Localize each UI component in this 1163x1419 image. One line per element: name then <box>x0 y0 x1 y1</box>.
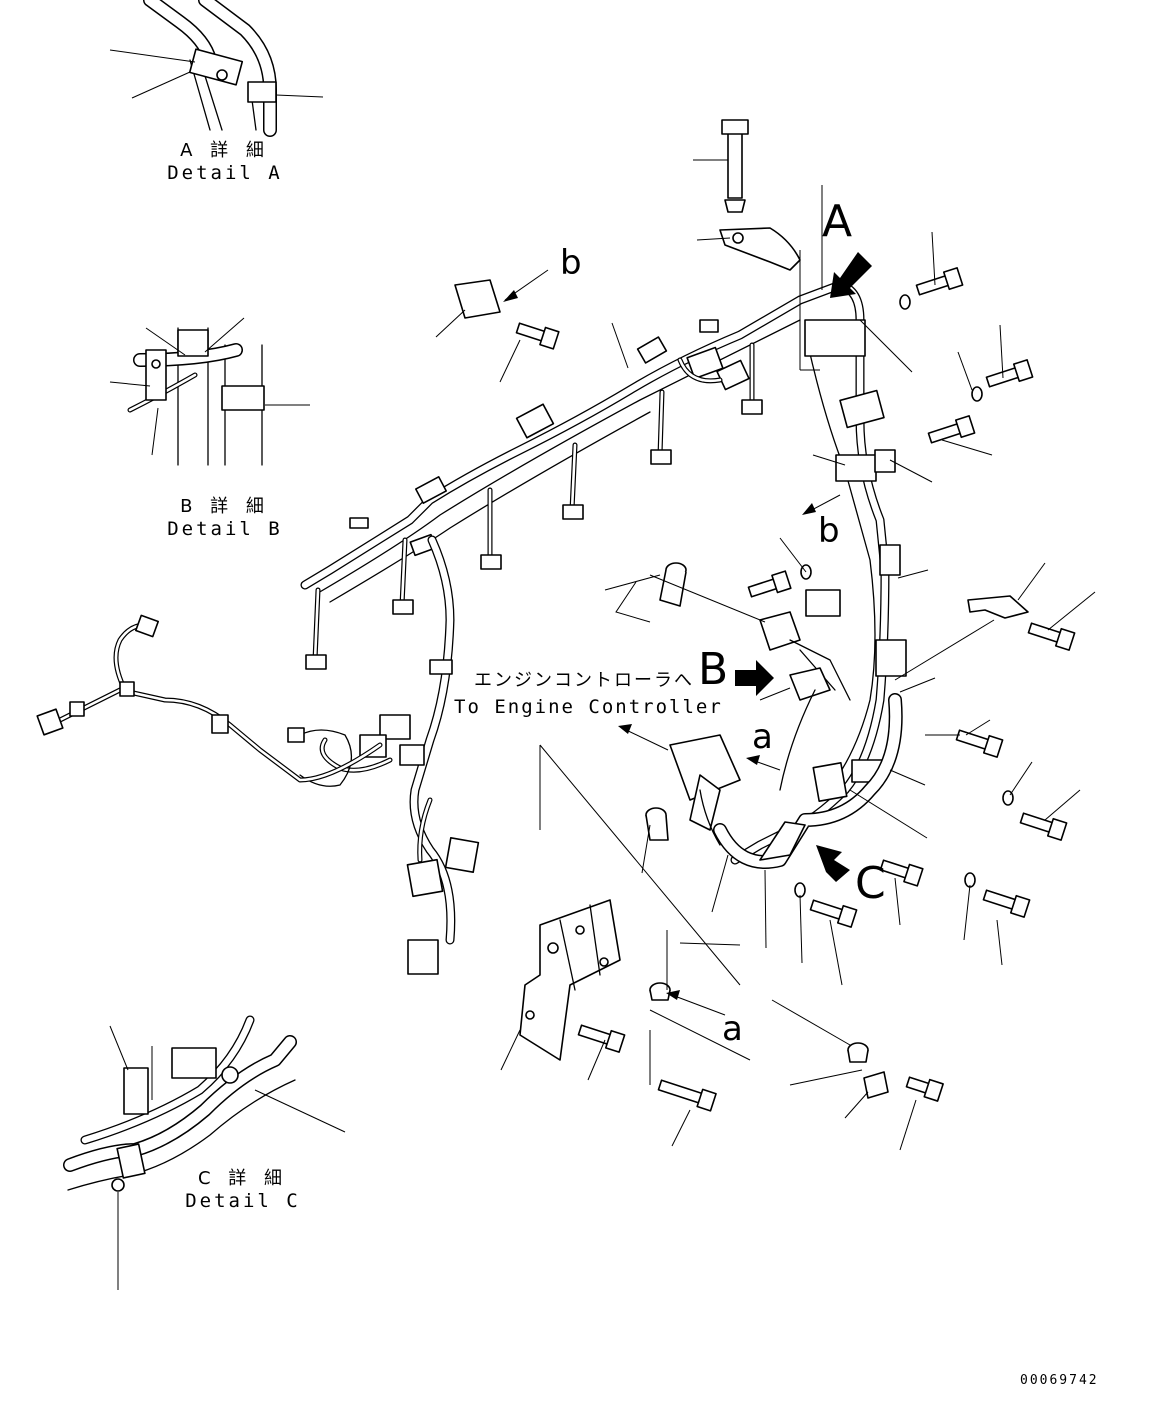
detail-b-label: B 詳 細 Detail B <box>150 498 300 539</box>
view-a-arrow-icon <box>830 252 872 298</box>
ref-a-lower-label: a <box>722 1009 743 1049</box>
bolts <box>454 267 1076 1112</box>
view-c-arrow-icon <box>816 845 850 882</box>
detail-a-illustration <box>109 0 324 137</box>
view-a-label: A <box>822 196 853 247</box>
view-c-label: C <box>855 858 886 909</box>
main-harness <box>36 119 907 975</box>
view-b-arrow-icon <box>735 660 774 696</box>
detail-a-jp-label: A 詳 細 <box>180 140 270 161</box>
detail-a-label: A 詳 細 Detail A <box>150 142 300 183</box>
engine-controller-jp-label: エンジンコントローラへ <box>474 670 694 691</box>
detail-a-en-label: Detail A <box>167 162 283 184</box>
detail-c-illustration <box>63 1015 346 1290</box>
view-arrows <box>503 252 872 1016</box>
detail-b-jp-label: B 詳 細 <box>180 496 270 517</box>
detail-b-en-label: Detail B <box>167 518 283 540</box>
ref-a-upper-label: a <box>752 717 773 757</box>
engine-controller-en-label: To Engine Controller <box>454 696 723 718</box>
detail-c-jp-label: C 詳 細 <box>197 1168 288 1189</box>
ref-b-lower-label: b <box>818 511 840 551</box>
detail-c-en-label: Detail C <box>185 1190 301 1212</box>
detail-c-label: C 詳 細 Detail C <box>168 1170 318 1211</box>
detail-b-illustration <box>109 317 310 466</box>
ref-b-upper-label: b <box>560 243 582 283</box>
drawing-number: 00069742 <box>1020 1373 1099 1388</box>
leader-lines <box>435 159 1096 1151</box>
mounting-bracket <box>519 899 889 1099</box>
view-b-label: B <box>698 644 729 695</box>
